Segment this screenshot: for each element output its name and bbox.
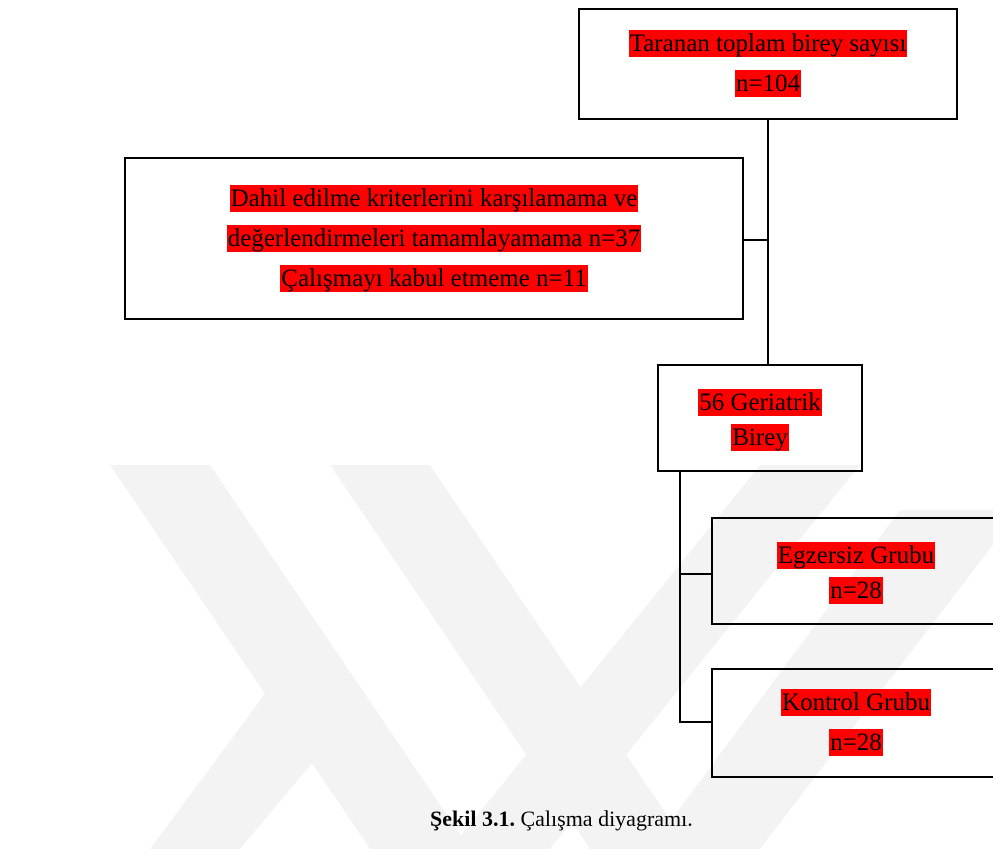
screened-title: Taranan toplam birey sayısı xyxy=(628,30,908,57)
included-line-2: Birey xyxy=(731,424,789,451)
box-control-group: Kontrol Grubu n=28 xyxy=(711,668,993,778)
connector-included-down xyxy=(679,471,681,723)
connector-to-excluded xyxy=(742,239,768,241)
figure-caption: Şekil 3.1. Çalışma diyagramı. xyxy=(430,805,693,833)
connector-screened-down xyxy=(767,118,769,365)
exercise-group-count: n=28 xyxy=(829,577,883,604)
control-group-count: n=28 xyxy=(829,729,883,756)
excluded-line-2: değerlendirmeleri tamamlayamama n=37 xyxy=(226,224,642,252)
excluded-line-3: Çalışmayı kabul etmeme n=11 xyxy=(280,264,588,292)
caption-label: Şekil 3.1. xyxy=(430,806,515,831)
connector-to-exercise xyxy=(679,573,713,575)
exercise-group-title: Egzersiz Grubu xyxy=(776,542,936,569)
box-screened: Taranan toplam birey sayısı n=104 xyxy=(578,8,958,120)
box-exercise-group: Egzersiz Grubu n=28 xyxy=(711,517,993,625)
caption-text: Çalışma diyagramı. xyxy=(514,806,693,831)
control-group-title: Kontrol Grubu xyxy=(781,689,931,716)
included-line-1: 56 Geriatrik xyxy=(698,389,822,416)
box-excluded: Dahil edilme kriterlerini karşılamama ve… xyxy=(124,157,744,320)
connector-to-control xyxy=(679,721,713,723)
box-included: 56 Geriatrik Birey xyxy=(657,364,863,472)
excluded-line-1: Dahil edilme kriterlerini karşılamama ve xyxy=(229,184,639,212)
screened-count: n=104 xyxy=(734,70,802,97)
